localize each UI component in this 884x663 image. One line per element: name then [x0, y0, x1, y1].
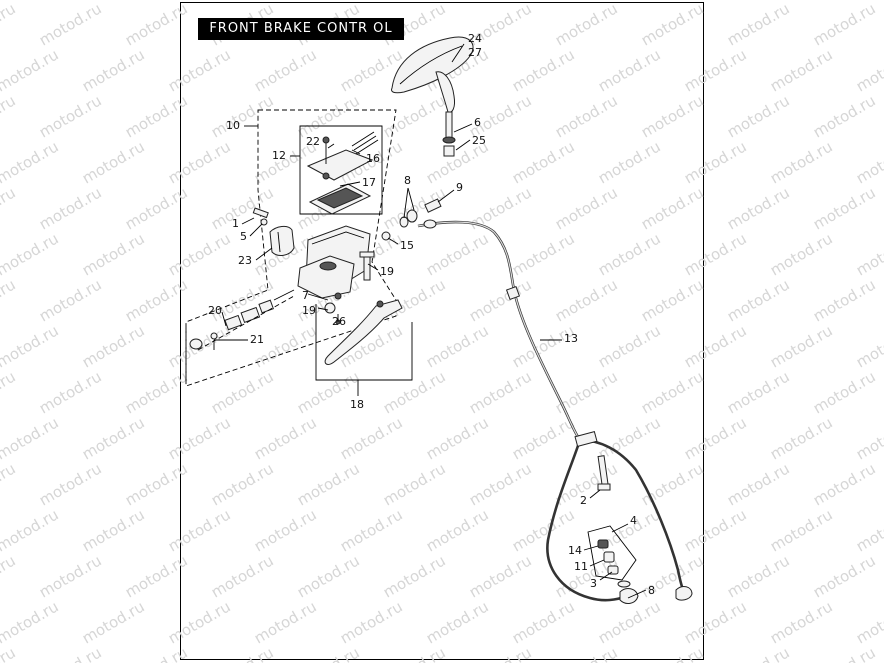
callout-1: 1 [232, 217, 239, 230]
callout-13: 13 [564, 332, 578, 345]
callout-9: 9 [456, 181, 463, 194]
piston-kit [189, 289, 295, 351]
callout-19-lower: 19 [302, 304, 316, 317]
callout-7: 7 [302, 289, 309, 302]
callout-25: 25 [472, 134, 486, 147]
reservoir-cover [306, 131, 379, 215]
callout-22: 22 [306, 135, 320, 148]
callout-2: 2 [580, 494, 587, 507]
callout-18: 18 [350, 398, 364, 411]
callout-8-bottom: 8 [648, 584, 655, 597]
callout-20: 20 [208, 304, 222, 317]
callout-11: 11 [574, 560, 588, 573]
callout-26: 26 [332, 315, 346, 328]
callout-14: 14 [568, 544, 582, 557]
leader-lines [213, 43, 647, 599]
mirror-assembly [391, 36, 474, 157]
callout-4: 4 [630, 514, 637, 527]
callout-16: 16 [366, 152, 380, 165]
diagram-frame [180, 2, 704, 660]
callout-6: 6 [474, 116, 481, 129]
callout-15: 15 [400, 239, 414, 252]
callout-19-upper: 19 [380, 265, 394, 278]
pivot-pin-19 [359, 251, 375, 281]
callout-8-top: 8 [404, 174, 411, 187]
master-cylinder-body [297, 225, 371, 300]
diagram-title: FRONT BRAKE CONTR OL [198, 18, 404, 40]
callout-24: 24 [468, 32, 482, 45]
callout-23: 23 [238, 254, 252, 267]
callout-12: 12 [272, 149, 286, 162]
brake-line-13 [417, 219, 693, 604]
brake-lever [315, 299, 413, 381]
clamp-23 [269, 225, 295, 256]
group-10-outline [185, 109, 397, 387]
callout-3: 3 [590, 577, 597, 590]
callout-17: 17 [362, 176, 376, 189]
callout-5: 5 [240, 230, 247, 243]
box-12-outline [299, 125, 383, 215]
callout-21: 21 [250, 333, 264, 346]
bolt-2 [597, 455, 611, 491]
brake-switch-group [587, 525, 637, 588]
screw-1 [252, 207, 269, 226]
callout-10: 10 [226, 119, 240, 132]
callout-27: 27 [468, 46, 482, 59]
banjo-fittings [381, 198, 442, 241]
callout-labels: 24 27 6 25 10 22 12 16 17 8 9 1 5 15 23 … [208, 32, 655, 597]
